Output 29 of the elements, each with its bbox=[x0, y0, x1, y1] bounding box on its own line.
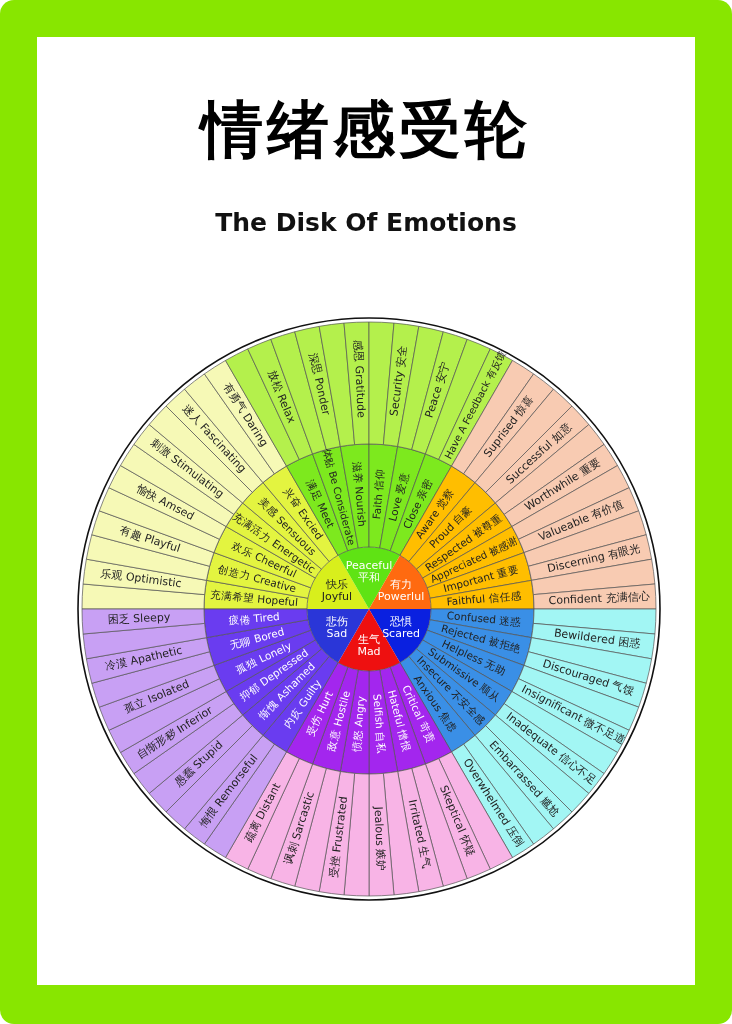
subtitle: The Disk Of Emotions bbox=[214, 208, 518, 237]
emotion-label: 困乏 Sleepy bbox=[107, 611, 171, 627]
emotion-label: Irritated 生气 bbox=[405, 798, 433, 869]
emotion-label: 乐观 Optimistic bbox=[99, 567, 183, 591]
emotion-label: 滋养 Nourish bbox=[350, 460, 368, 528]
core-emotion-label: 恐惧 Scared bbox=[382, 615, 420, 640]
emotion-label: Peace 安宁 bbox=[423, 360, 453, 420]
emotion-label: 有趣 Playful bbox=[118, 524, 182, 555]
emotion-label: Security 安全 bbox=[388, 345, 410, 417]
core-emotion-label: 生气 Mad bbox=[357, 633, 381, 659]
core-emotion-label: 快乐 Joyful bbox=[321, 578, 353, 603]
emotion-wedge bbox=[533, 583, 657, 610]
emotion-label: Selfish 自私 bbox=[370, 693, 388, 755]
emotion-label: Faith 信仰 bbox=[371, 468, 387, 520]
emotion-label: 愤怒 Angry bbox=[350, 695, 368, 753]
emotion-label: 放松 Relax bbox=[264, 368, 298, 425]
emotion-label: 受挫 Frustrated bbox=[327, 795, 351, 879]
emotion-wedge bbox=[81, 608, 205, 635]
core-emotion-label: 悲伤 Sad bbox=[325, 615, 348, 640]
emotion-label: Confident 充满信心 bbox=[548, 590, 650, 608]
title: 情绪感受轮 bbox=[0, 88, 732, 172]
emotion-label: 深思 Ponder bbox=[306, 352, 332, 417]
emotion-label: 感恩 Gratitude bbox=[351, 340, 367, 419]
emotion-label: Jealous 嫉妒 bbox=[371, 806, 387, 872]
emotion-label: 疲倦 Tired bbox=[227, 611, 281, 627]
emotion-wedge bbox=[343, 321, 370, 445]
emotion-label: Discerning 有眼光 bbox=[545, 543, 642, 576]
emotion-label: Bewildered 困惑 bbox=[553, 627, 641, 651]
emotion-label: 冷漠 Apathetic bbox=[104, 644, 184, 674]
